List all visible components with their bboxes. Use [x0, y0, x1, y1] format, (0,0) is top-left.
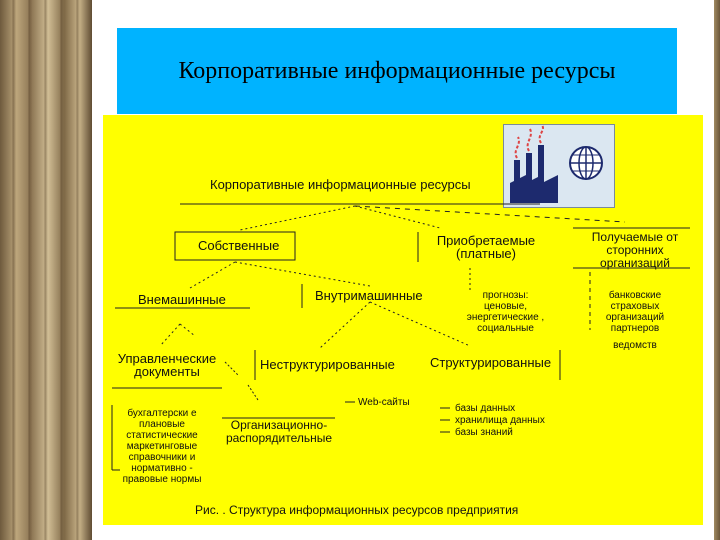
factory-icon: [503, 124, 615, 208]
management-documents-node: Управленческие документы: [117, 351, 217, 379]
org-admin-node: Организационно- распорядительные: [225, 418, 333, 445]
acquired-resources-node: Приобретаемые (платные): [436, 233, 536, 261]
globe-icon: [569, 146, 603, 180]
slide-title-box: Корпоративные информационные ресурсы: [117, 28, 677, 114]
structured-items-list: базы данных хранилища данных базы знаний: [455, 403, 545, 438]
non-machine-node: Внемашинные: [138, 292, 226, 307]
websites-node: Web-сайты: [358, 397, 410, 408]
figure-caption: Рис. . Структура информационных ресурсов…: [195, 503, 519, 517]
root-node: Корпоративные информационные ресурсы: [210, 177, 471, 192]
decorative-frame-right: [714, 0, 720, 540]
forecasts-node: прогнозы: ценовые, энергетические , соци…: [466, 290, 545, 334]
decorative-frame-left: [0, 0, 92, 540]
own-resources-node: Собственные: [198, 238, 280, 253]
structured-node: Структурированные: [430, 355, 552, 370]
unstructured-node: Неструктурированные: [260, 357, 395, 372]
in-machine-node: Внутримашинные: [315, 288, 423, 303]
banking-node: банковские страховых организаций партнер…: [605, 290, 665, 351]
received-resources-node: Получаемые от сторонних организаций: [591, 230, 679, 270]
management-items-list: бухгалтерски е плановые статистические м…: [122, 408, 202, 485]
slide-title: Корпоративные информационные ресурсы: [178, 57, 616, 84]
